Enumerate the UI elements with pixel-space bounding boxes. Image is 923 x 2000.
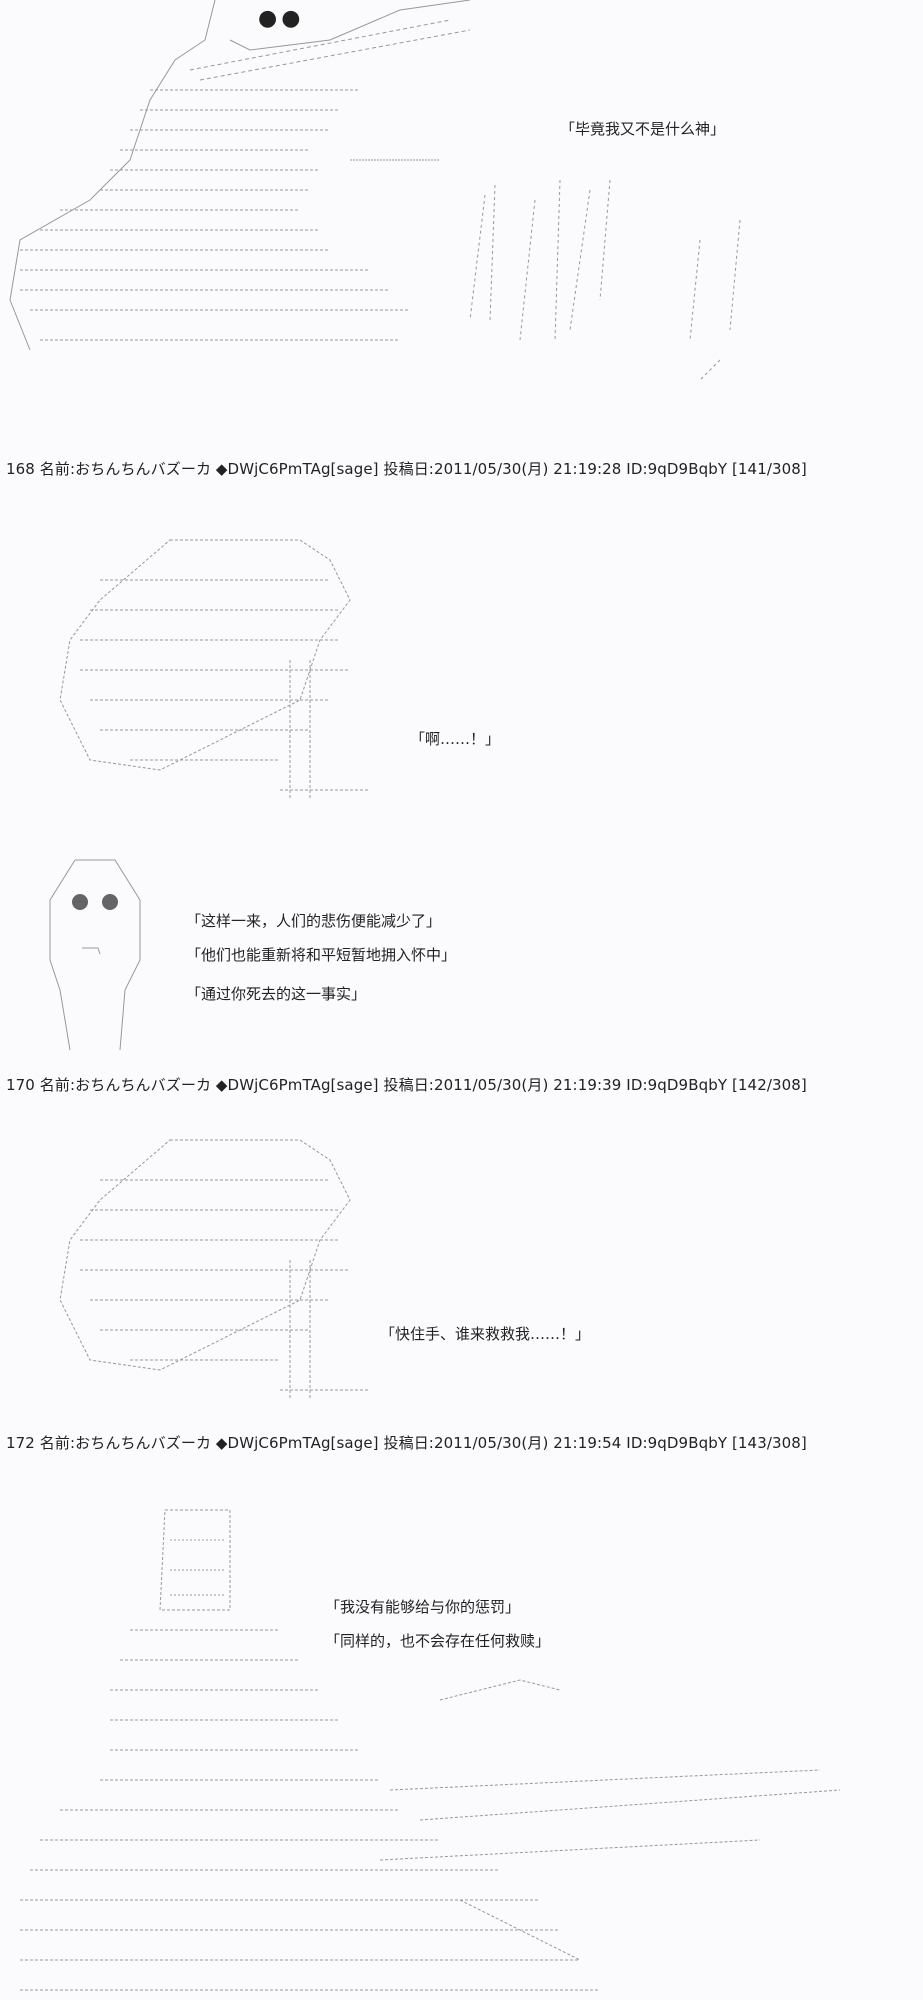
dialogue-2: 「啊……！」 xyxy=(410,730,501,748)
post-header-168: 168 名前:おちんちんバズーカ ◆DWjC6PmTAg[sage] 投稿日:2… xyxy=(6,460,807,478)
dialogue-6: 「快住手、谁来救救我……！」 xyxy=(380,1325,591,1343)
dialogue-7: 「我没有能够给与你的惩罚」 xyxy=(325,1598,521,1616)
dialogue-4: 「他们也能重新将和平短暂地拥入怀中」 xyxy=(186,946,457,964)
dialogue-1: 「毕竟我又不是什么神」 xyxy=(560,120,726,138)
dialogue-3: 「这样一来，人们的悲伤便能减少了」 xyxy=(186,912,442,930)
post-header-170: 170 名前:おちんちんバズーカ ◆DWjC6PmTAg[sage] 投稿日:2… xyxy=(6,1076,807,1094)
post-header-172: 172 名前:おちんちんバズーカ ◆DWjC6PmTAg[sage] 投稿日:2… xyxy=(6,1434,807,1452)
eyes-decoration: ●● xyxy=(258,6,305,31)
dialogue-5: 「通过你死去的这一事实」 xyxy=(186,985,367,1003)
dialogue-8: 「同样的，也不会存在任何救赎」 xyxy=(325,1632,551,1650)
